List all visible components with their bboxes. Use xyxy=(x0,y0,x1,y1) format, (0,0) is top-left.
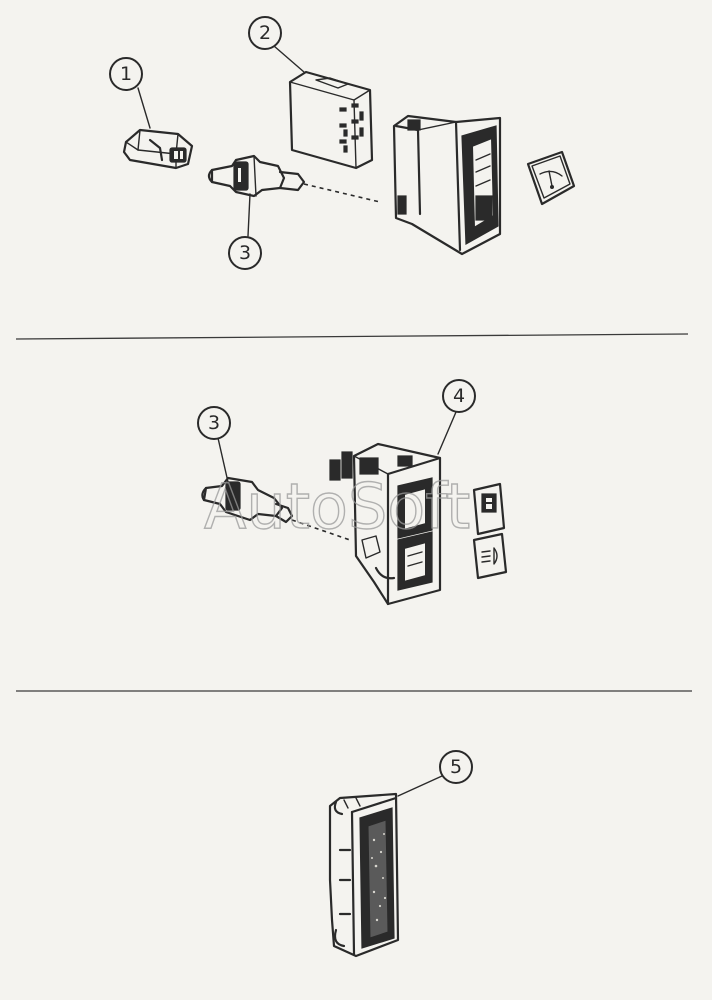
callout-4: 4 xyxy=(442,379,476,413)
callout-5-label: 5 xyxy=(450,756,462,778)
part-5-switch-cover xyxy=(328,792,400,958)
callout-1-label: 1 xyxy=(120,63,132,85)
lamp-symbol-lens xyxy=(472,532,508,580)
part-4-indicator-switch xyxy=(329,442,442,606)
lamp-symbol-icon xyxy=(481,547,498,565)
watermark: AutoSoft xyxy=(204,470,470,543)
rocker-switch xyxy=(392,114,502,256)
callout-3-middle-label: 3 xyxy=(208,412,220,434)
wiper-symbol-lens xyxy=(526,150,576,206)
section-1: 1 2 3 xyxy=(109,16,576,270)
callout-5: 5 xyxy=(439,750,473,784)
callout-3-top-label: 3 xyxy=(239,242,251,264)
section-3: 5 xyxy=(328,750,473,958)
section-2: 3 4 AutoSoft xyxy=(197,379,508,606)
callout-2: 2 xyxy=(248,16,282,50)
callout-2-label: 2 xyxy=(259,22,271,44)
part-2-connector-block xyxy=(288,70,374,170)
callout-3-middle: 3 xyxy=(197,406,231,440)
callout-1: 1 xyxy=(109,57,143,91)
part-3-bulb-holder xyxy=(207,154,306,198)
callout-3-top: 3 xyxy=(228,236,262,270)
separator-line xyxy=(15,333,689,340)
wiper-symbol-icon xyxy=(539,170,563,189)
switch-symbol-icon xyxy=(481,493,497,513)
part-3-bulb-holder xyxy=(201,476,294,524)
callout-4-label: 4 xyxy=(453,385,465,407)
switch-symbol-lens xyxy=(472,482,506,536)
part-1-connector xyxy=(122,128,194,170)
